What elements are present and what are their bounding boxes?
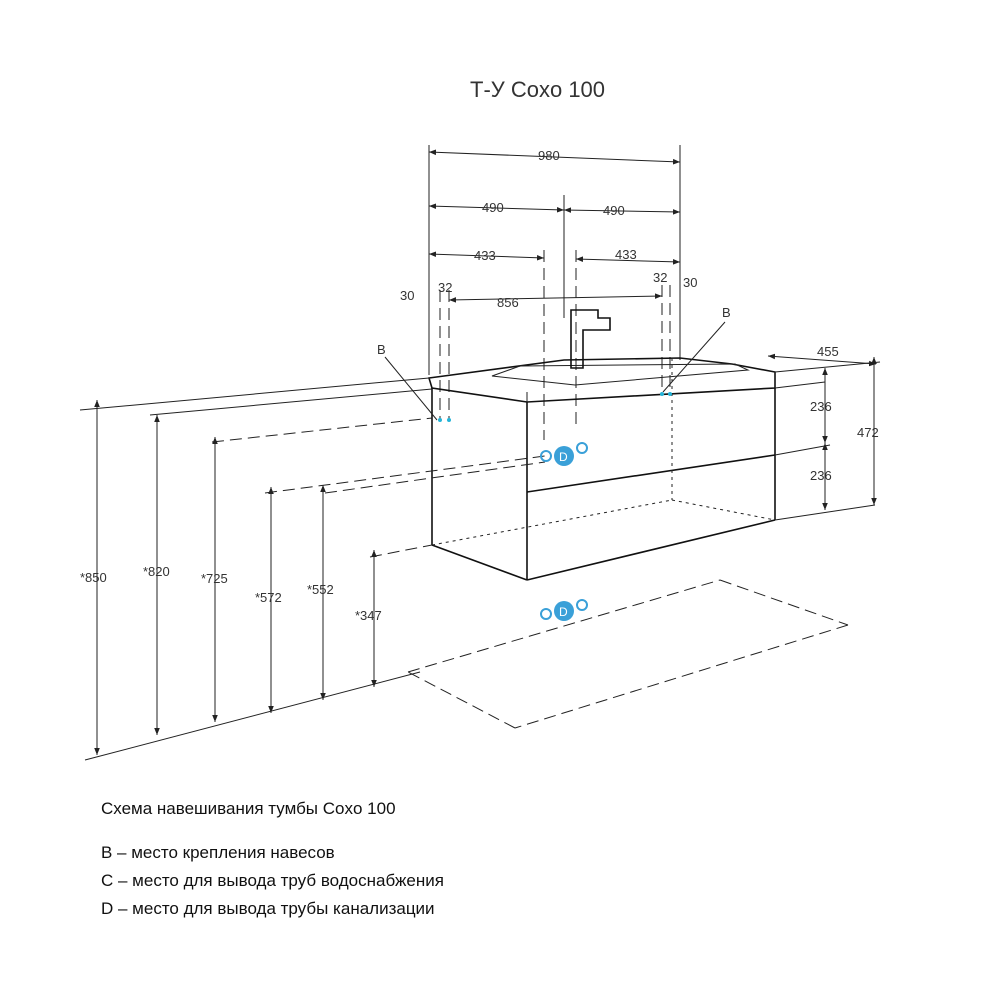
cd-markers-floor: D	[540, 599, 588, 621]
dim-490-left: 490	[482, 200, 504, 215]
legend-d: D – место для вывода трубы канализации	[101, 899, 435, 918]
dim-32-left: 32	[438, 280, 452, 295]
marker-d-floor: D	[559, 605, 568, 619]
legend-b: B – место крепления навесов	[101, 843, 335, 862]
dim-236-bottom: 236	[810, 468, 832, 483]
legend-heading: Схема навешивания тумбы Coxo 100	[101, 799, 396, 818]
marker-d-cabinet: D	[559, 450, 568, 464]
dim-490-right: 490	[603, 203, 625, 218]
dim-433-left: 433	[474, 248, 496, 263]
dim-433-right: 433	[615, 247, 637, 262]
dim-236-top: 236	[810, 399, 832, 414]
dim-552: *552	[307, 582, 334, 597]
diagram-title: Т-У Coxo 100	[470, 77, 605, 102]
dim-820: *820	[143, 564, 170, 579]
b-markers: B B	[377, 305, 731, 422]
dim-472: 472	[857, 425, 879, 440]
marker-b-right: B	[722, 305, 731, 320]
dim-347: *347	[355, 608, 382, 623]
dim-32-right: 32	[653, 270, 667, 285]
cabinet	[427, 309, 776, 581]
cd-markers-cabinet: D	[540, 442, 588, 466]
dim-30-right: 30	[683, 275, 697, 290]
height-dimensions: *850 *820 *725 *572 *552 *347	[79, 377, 546, 761]
marker-b-left: B	[377, 342, 386, 357]
dim-455: 455	[817, 344, 839, 359]
dim-856: 856	[497, 295, 519, 310]
dim-850: *850	[80, 570, 107, 585]
floor-outline	[407, 579, 849, 729]
legend-c: C – место для вывода труб водоснабжения	[101, 871, 444, 890]
right-dimensions: 455 236 236 472	[767, 344, 881, 521]
top-dimensions: 980 490 490 433 433 30 32 856 32 30	[400, 145, 697, 440]
dim-980: 980	[538, 148, 560, 163]
dim-30-left: 30	[400, 288, 414, 303]
faucet	[570, 309, 611, 369]
dim-725: *725	[201, 571, 228, 586]
dim-572: *572	[255, 590, 282, 605]
